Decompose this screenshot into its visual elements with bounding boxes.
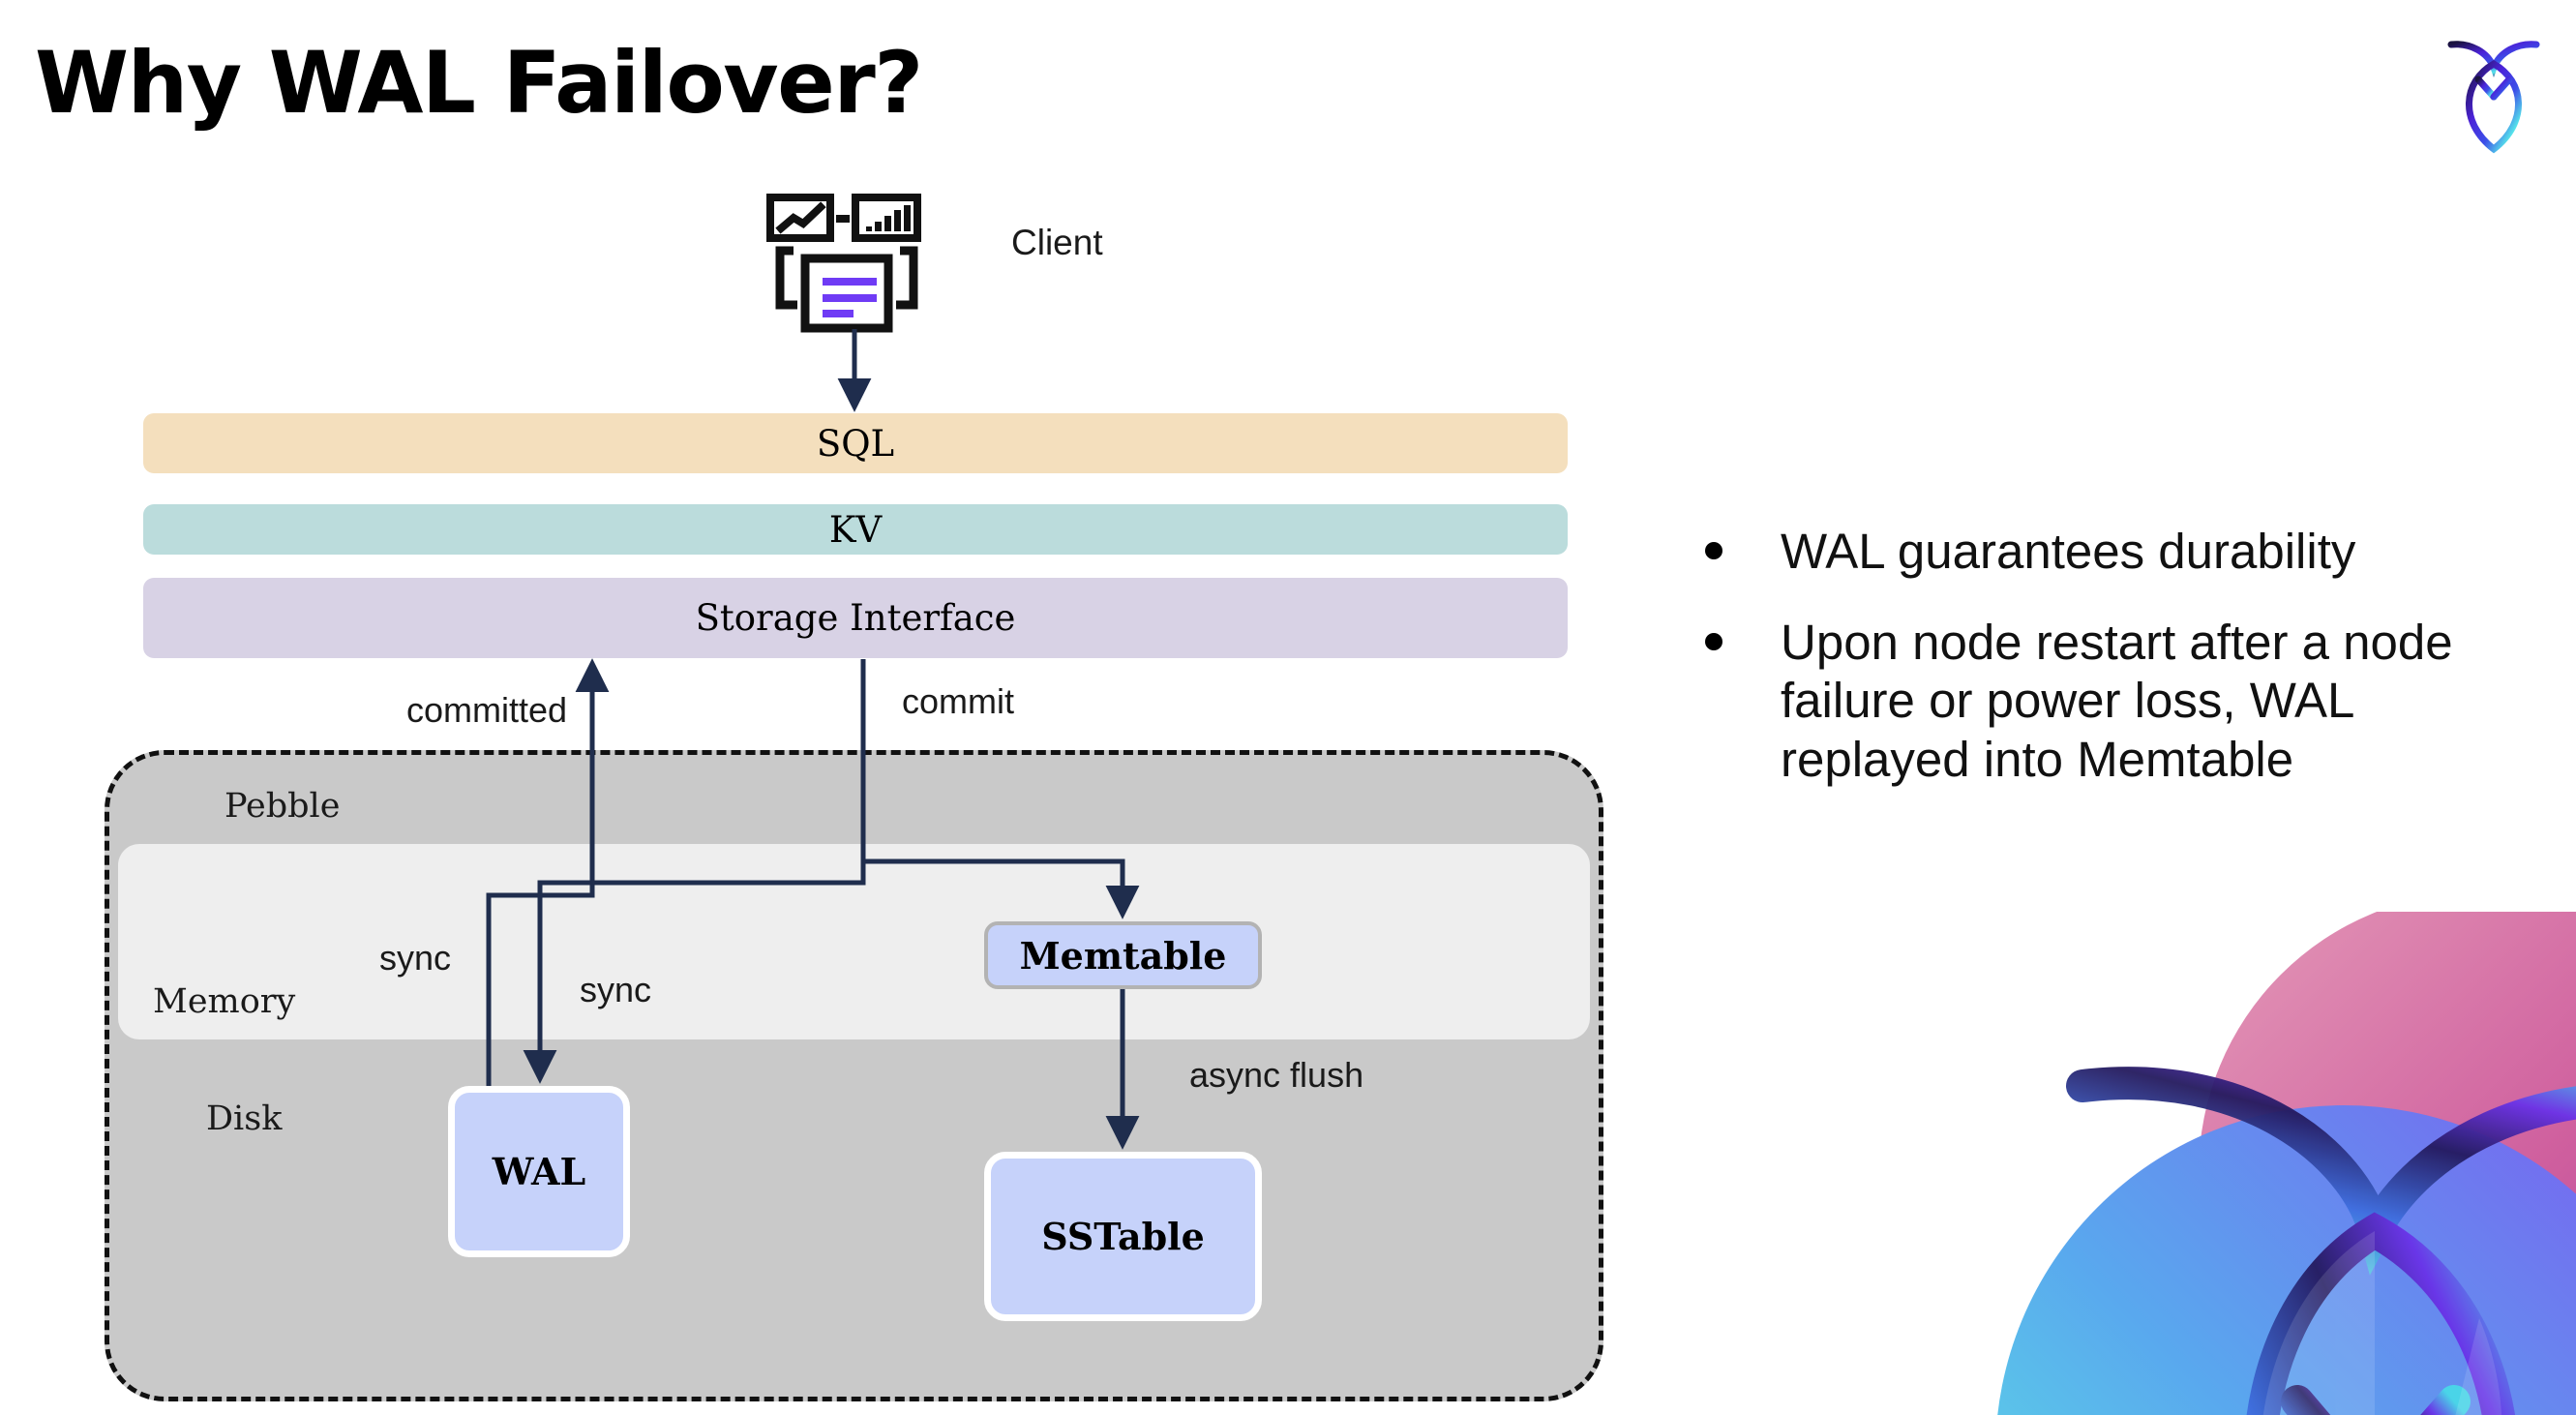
list-item: WAL guarantees durability [1705, 523, 2508, 581]
edge-label-commit: commit [902, 681, 1014, 721]
memory-region [118, 844, 1590, 1039]
edge-label-committed: committed [406, 690, 568, 730]
node-sstable-label: SSTable [1041, 1215, 1205, 1258]
node-wal: WAL [448, 1086, 630, 1257]
client-label: Client [1011, 223, 1103, 262]
layer-bar-sql-label: SQL [816, 422, 895, 465]
client-dashboard-icon [764, 189, 929, 339]
node-memtable-label: Memtable [1019, 933, 1227, 978]
cockroach-logo-icon [2436, 21, 2552, 157]
edge-label-sync-committed: sync [379, 938, 452, 978]
bullet-text: Upon node restart after a node failure o… [1781, 615, 2453, 787]
layer-bar-sql: SQL [143, 413, 1568, 473]
disk-region-label: Disk [206, 1099, 283, 1138]
bullet-dot-icon [1705, 633, 1722, 651]
pebble-label: Pebble [225, 787, 341, 826]
list-item: Upon node restart after a node failure o… [1705, 614, 2508, 789]
decorative-corner-graphic [1937, 912, 2576, 1415]
layer-bar-kv: KV [143, 504, 1568, 555]
node-sstable: SSTable [984, 1152, 1262, 1321]
node-wal-label: WAL [492, 1150, 586, 1193]
layer-bar-kv-label: KV [828, 508, 883, 551]
bullet-list: WAL guarantees durability Upon node rest… [1705, 523, 2508, 822]
edge-label-sync-wal: sync [580, 970, 652, 1009]
page-title: Why WAL Failover? [35, 33, 923, 133]
node-memtable: Memtable [984, 921, 1262, 989]
edge-label-async-flush: async flush [1189, 1055, 1364, 1095]
bullet-dot-icon [1705, 542, 1722, 559]
memory-region-label: Memory [153, 982, 296, 1021]
layer-bar-storage-interface: Storage Interface [143, 578, 1568, 658]
bullet-text: WAL guarantees durability [1781, 524, 2356, 579]
layer-bar-storage-label: Storage Interface [695, 597, 1016, 639]
